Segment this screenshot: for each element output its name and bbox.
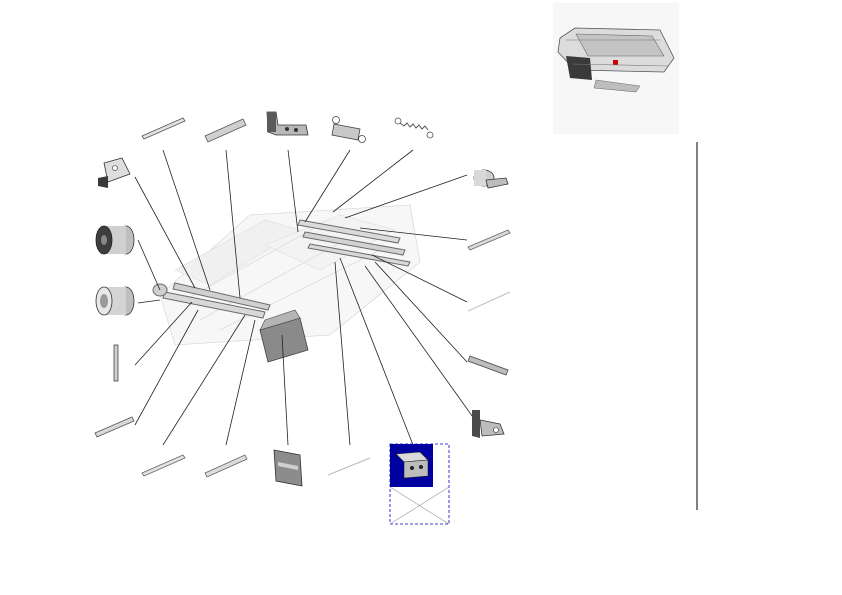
- hinge-icon[interactable]: [473, 169, 509, 189]
- spring-icon[interactable]: [331, 116, 366, 143]
- rod-icon[interactable]: [141, 454, 186, 477]
- thumbnail-highlight: [613, 60, 618, 65]
- assembly-block-icon[interactable]: [259, 309, 309, 363]
- rod-icon[interactable]: [467, 355, 509, 376]
- plate-icon[interactable]: [273, 449, 303, 487]
- roller-icon[interactable]: [95, 286, 135, 316]
- rod-icon[interactable]: [467, 291, 511, 312]
- bracket-icon[interactable]: [266, 111, 309, 136]
- rod-icon[interactable]: [204, 118, 247, 143]
- callout-lines: [134, 149, 476, 446]
- rod-icon[interactable]: [467, 229, 511, 251]
- clip-icon[interactable]: [98, 157, 131, 188]
- pin-icon[interactable]: [113, 344, 119, 382]
- bracket-icon: [395, 451, 429, 479]
- assembly-thumbnail-icon[interactable]: [553, 3, 679, 134]
- rod-icon[interactable]: [204, 454, 248, 478]
- selected-part-cell[interactable]: [389, 443, 450, 525]
- bracket-icon[interactable]: [472, 410, 505, 438]
- rod-icon[interactable]: [141, 117, 186, 140]
- assembly-rods: [152, 219, 411, 319]
- roller-icon[interactable]: [95, 225, 135, 255]
- spring-icon[interactable]: [394, 117, 434, 139]
- rod-icon[interactable]: [94, 416, 135, 438]
- rod-icon[interactable]: [327, 457, 371, 476]
